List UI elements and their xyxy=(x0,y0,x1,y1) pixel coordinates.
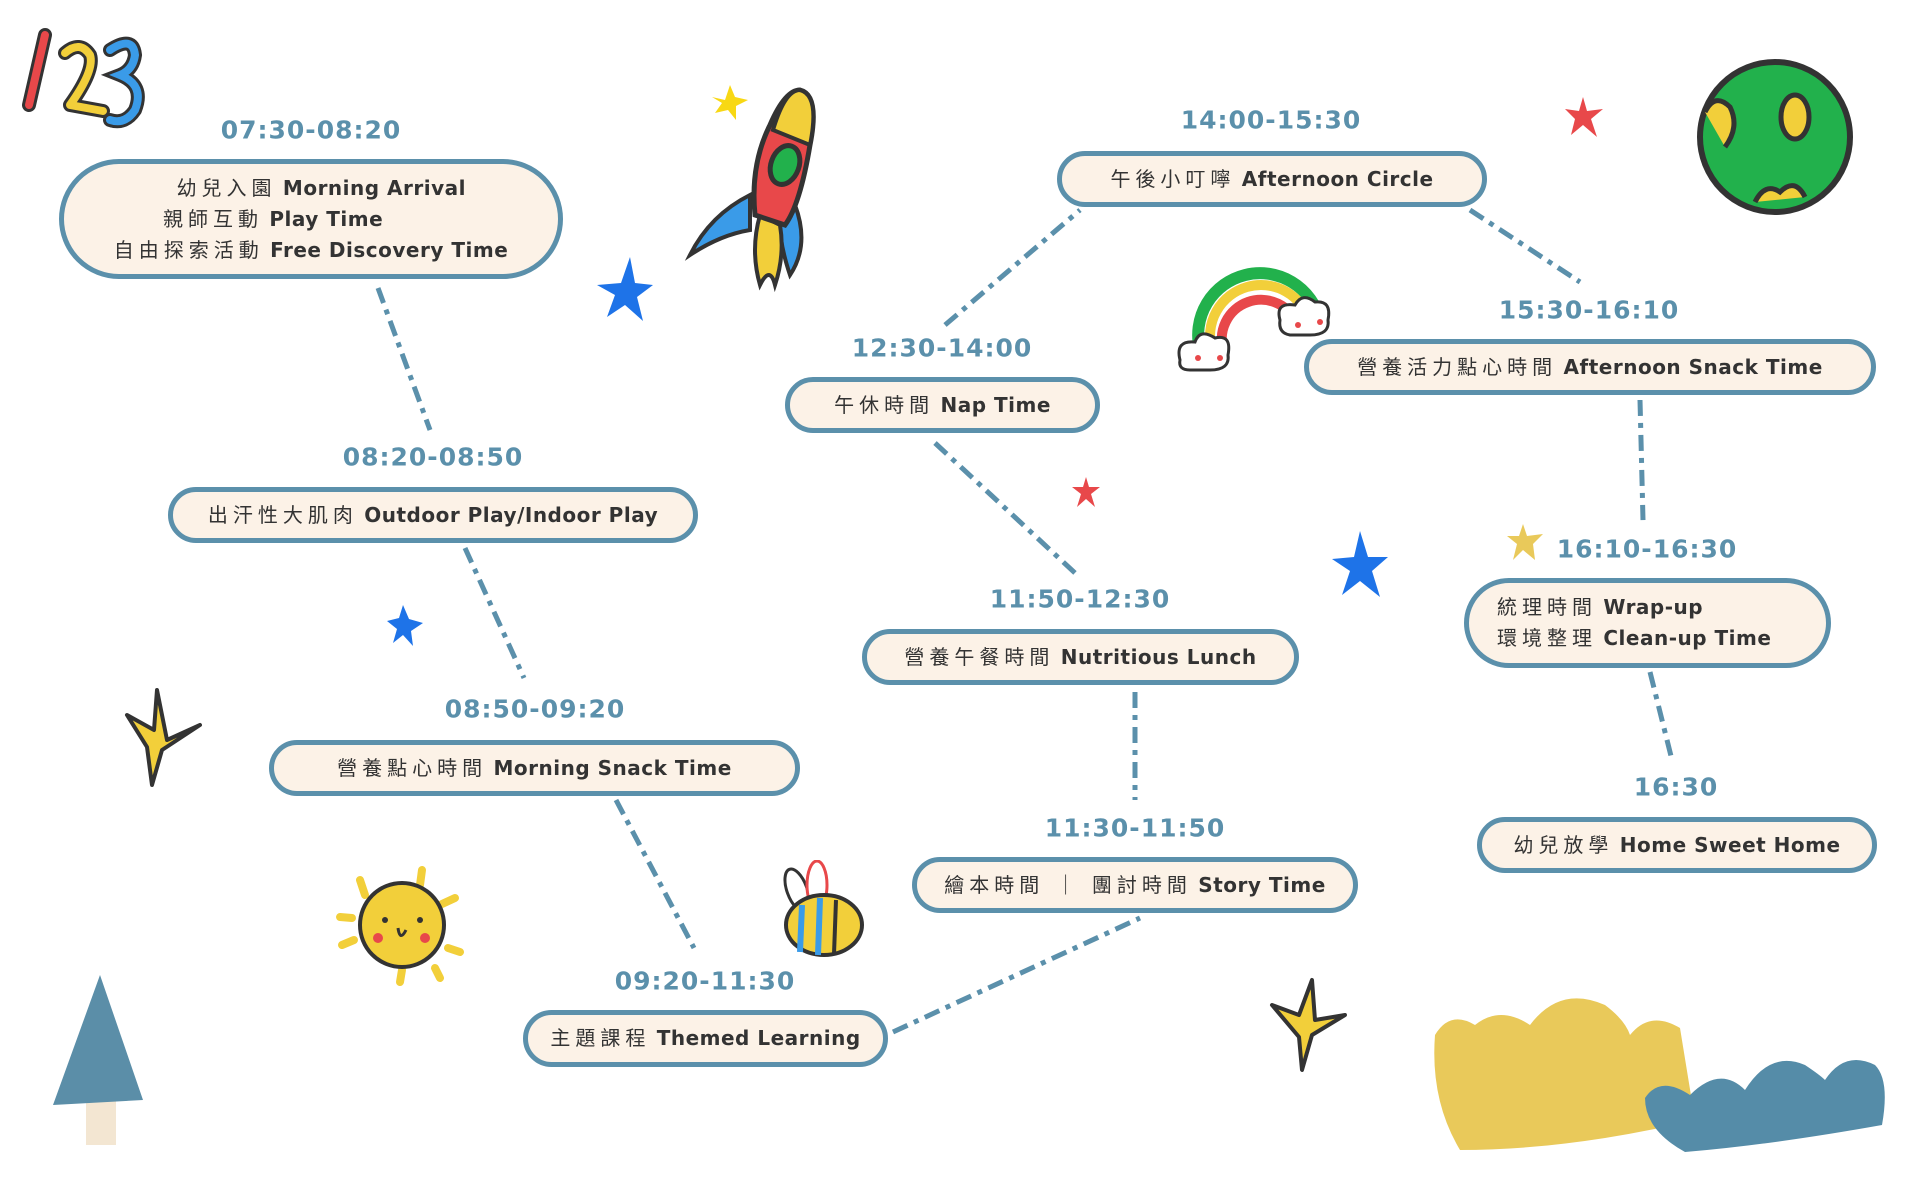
activity-line: 統理時間 Wrap-up xyxy=(1469,592,1703,623)
activity-zh: 營養午餐時間 xyxy=(904,644,1055,669)
star-icon xyxy=(1565,97,1603,137)
star-icon xyxy=(1332,531,1388,597)
activity-zh: 午後小叮嚀 xyxy=(1110,166,1236,191)
time-label-story-time: 11:30-11:50 xyxy=(1044,813,1226,843)
star-icon xyxy=(1507,524,1543,560)
connector-10-11 xyxy=(1647,671,1675,761)
connector-7-8 xyxy=(943,208,1082,327)
activity-line: 親師互動 Play Time xyxy=(64,204,383,235)
activity-zh: 出汗性大肌肉 xyxy=(207,502,358,527)
activity-zh: 環境整理 xyxy=(1497,626,1597,650)
time-label-dismissal: 16:30 xyxy=(1633,772,1719,802)
activity-line: 主題課程 Themed Learning xyxy=(550,1023,860,1054)
activity-en: Play Time xyxy=(269,206,384,231)
planet-icon xyxy=(1697,59,1853,215)
activity-box-wrap-up: 統理時間 Wrap-up 環境整理 Clean-up Time xyxy=(1464,578,1831,668)
activity-box-afternoon-snack: 營養活力點心時間 Afternoon Snack Time xyxy=(1304,339,1876,395)
activity-box-outdoor-play: 出汗性大肌肉 Outdoor Play/Indoor Play xyxy=(168,487,698,543)
activity-en: Free Discovery Time xyxy=(270,237,509,262)
star-icon xyxy=(387,605,423,646)
connector-9-10 xyxy=(1637,399,1646,521)
activity-line: 營養點心時間 Morning Snack Time xyxy=(337,753,732,784)
activity-zh: 繪本時間 ｜ 團討時間 xyxy=(944,872,1192,897)
activity-box-story-time: 繪本時間 ｜ 團討時間 Story Time xyxy=(912,857,1358,913)
activity-en: Outdoor Play/Indoor Play xyxy=(364,502,659,527)
activity-zh: 親師互動 xyxy=(163,206,263,231)
bushes-icon xyxy=(1434,998,1885,1152)
connector-4-5 xyxy=(891,915,1142,1035)
time-label-arrival: 07:30-08:20 xyxy=(220,115,402,145)
activity-en: Afternoon Circle xyxy=(1241,166,1434,191)
activity-zh: 午休時間 xyxy=(834,392,935,417)
time-label-wrap-up: 16:10-16:30 xyxy=(1556,534,1738,564)
time-label-morning-snack: 08:50-09:20 xyxy=(444,694,626,724)
activity-en: Wrap-up xyxy=(1603,595,1704,619)
time-label-lunch: 11:50-12:30 xyxy=(989,584,1171,614)
activity-zh: 幼兒放學 xyxy=(1513,832,1614,857)
connector-6-7 xyxy=(933,441,1077,575)
connector-8-9 xyxy=(1468,207,1582,285)
activity-line: 營養活力點心時間 Afternoon Snack Time xyxy=(1357,352,1823,383)
activity-en: Clean-up Time xyxy=(1603,626,1772,650)
activity-line: 出汗性大肌肉 Outdoor Play/Indoor Play xyxy=(208,500,658,531)
activity-line: 繪本時間 ｜ 團討時間 Story Time xyxy=(944,870,1326,901)
connector-3-4 xyxy=(613,798,697,950)
bee-icon xyxy=(783,860,864,957)
activity-en: Story Time xyxy=(1198,872,1326,897)
sun-icon xyxy=(336,866,464,986)
time-label-themed-learning: 09:20-11:30 xyxy=(614,966,796,996)
rocket-icon xyxy=(684,85,816,293)
activity-line: 自由探索活動 Free Discovery Time xyxy=(114,235,509,266)
star-icon xyxy=(1072,477,1100,507)
connector-2-3 xyxy=(462,546,527,680)
star-outline-icon xyxy=(125,688,202,787)
activity-box-afternoon-circle: 午後小叮嚀 Afternoon Circle xyxy=(1057,151,1487,207)
activity-line: 午後小叮嚀 Afternoon Circle xyxy=(1110,164,1433,195)
activity-line: 午休時間 Nap Time xyxy=(834,390,1051,421)
connector-1-2 xyxy=(375,287,433,431)
activity-zh: 幼兒入園 xyxy=(176,175,277,200)
activity-en: Home Sweet Home xyxy=(1619,832,1841,857)
time-label-afternoon-circle: 14:00-15:30 xyxy=(1180,105,1362,135)
activity-line: 幼兒入園 Morning Arrival xyxy=(177,173,558,204)
activity-zh: 營養活力點心時間 xyxy=(1357,354,1558,379)
activity-en: Themed Learning xyxy=(656,1026,861,1050)
star-outline-icon xyxy=(1270,978,1347,1072)
time-label-outdoor-play: 08:20-08:50 xyxy=(342,442,524,472)
activity-box-morning-snack: 營養點心時間 Morning Snack Time xyxy=(269,740,800,796)
time-label-nap: 12:30-14:00 xyxy=(851,333,1033,363)
activity-line: 營養午餐時間 Nutritious Lunch xyxy=(904,642,1256,673)
activity-box-nap: 午休時間 Nap Time xyxy=(785,377,1100,433)
tree-icon xyxy=(53,975,143,1145)
activity-zh: 主題課程 xyxy=(550,1026,651,1050)
activity-en: Nap Time xyxy=(940,392,1051,417)
activity-en: Afternoon Snack Time xyxy=(1563,354,1823,379)
star-icon xyxy=(597,257,653,321)
activity-line: 環境整理 Clean-up Time xyxy=(1469,623,1771,654)
activity-box-dismissal: 幼兒放學 Home Sweet Home xyxy=(1477,817,1877,873)
activity-box-arrival: 幼兒入園 Morning Arrival 親師互動 Play Time 自由探索… xyxy=(59,159,563,279)
activity-box-themed-learning: 主題課程 Themed Learning xyxy=(523,1010,888,1067)
time-label-afternoon-snack: 15:30-16:10 xyxy=(1498,295,1680,325)
activity-en: Nutritious Lunch xyxy=(1060,644,1257,669)
activity-line: 幼兒放學 Home Sweet Home xyxy=(1513,830,1840,861)
numbers-123-icon xyxy=(22,28,145,129)
activity-en: Morning Arrival xyxy=(282,175,466,200)
activity-box-lunch: 營養午餐時間 Nutritious Lunch xyxy=(862,629,1299,685)
activity-zh: 營養點心時間 xyxy=(337,755,488,780)
rainbow-icon xyxy=(1177,267,1331,372)
activity-en: Morning Snack Time xyxy=(493,755,732,780)
activity-zh: 自由探索活動 xyxy=(113,237,264,262)
activity-zh: 統理時間 xyxy=(1497,595,1597,619)
